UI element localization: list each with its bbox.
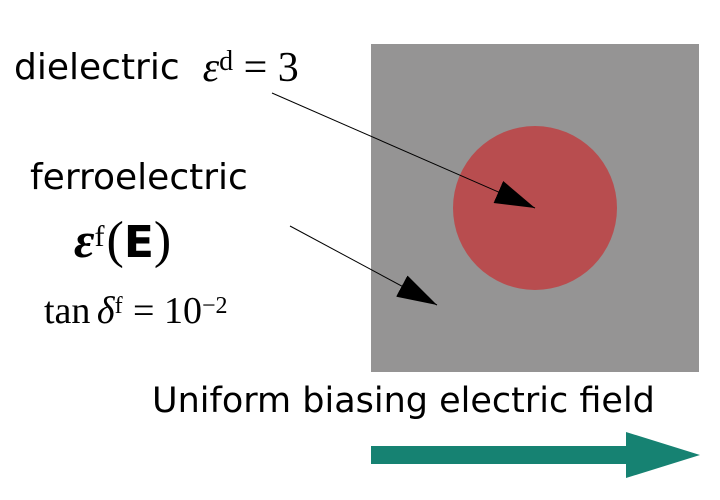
- field-caption: Uniform biasing electric field: [152, 381, 655, 421]
- loss-delta-symbol: δ: [96, 290, 115, 332]
- loss-tangent-value: = 10: [133, 290, 202, 332]
- dielectric-superscript: d: [219, 46, 234, 78]
- dielectric-label: dielectric εd = 3: [14, 47, 299, 89]
- loss-tangent-exponent: −2: [201, 293, 228, 320]
- ferro-permittivity-label: εf(E): [74, 215, 171, 267]
- dielectric-permittivity-symbol: ε: [202, 45, 220, 91]
- dielectric-pointer-arrow: [271, 92, 536, 209]
- ferro-superscript: f: [94, 220, 105, 254]
- loss-tangent-label: tan δf = 10−2: [44, 292, 228, 330]
- field-direction-arrow: [371, 432, 700, 478]
- ferro-permittivity-symbol: ε: [74, 212, 95, 268]
- dielectric-word: dielectric: [14, 47, 180, 88]
- dielectric-permittivity-value: = 3: [243, 45, 299, 91]
- ferroelectric-pointer-arrow: [289, 225, 438, 306]
- tan-superscript: f: [114, 293, 123, 320]
- ferroelectric-word: ferroelectric: [30, 157, 248, 198]
- tan-word: tan: [44, 290, 91, 332]
- ferro-open-paren: (: [106, 212, 124, 269]
- ferro-close-paren: ): [153, 212, 172, 269]
- ferro-field-symbol: E: [123, 217, 154, 268]
